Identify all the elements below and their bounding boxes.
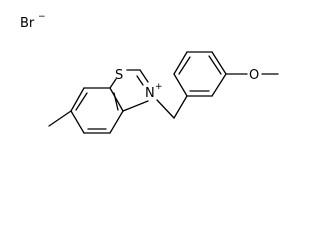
- sulfur-label: S: [115, 68, 123, 83]
- bond: [109, 87, 124, 112]
- nitrogen-label: N: [145, 86, 155, 101]
- bond: [136, 75, 144, 86]
- bond: [173, 51, 188, 75]
- bond: [173, 95, 188, 119]
- bond: [139, 69, 149, 83]
- bond: [109, 110, 124, 134]
- bond: [208, 55, 222, 75]
- nitrogen-charge: +: [155, 82, 163, 92]
- bond: [173, 73, 188, 97]
- bond: [211, 73, 227, 97]
- bond: [109, 78, 117, 89]
- bromide-charge: −: [38, 12, 46, 22]
- bond: [178, 56, 191, 75]
- bond: [75, 92, 88, 111]
- bond: [70, 87, 85, 112]
- bond: [122, 100, 149, 112]
- bond: [113, 92, 119, 111]
- bond-lines: [48, 51, 279, 134]
- bond: [211, 51, 227, 75]
- oxygen-label: O: [249, 68, 259, 83]
- bond: [70, 110, 85, 134]
- bond: [156, 99, 175, 119]
- structure-diagram: Br −: [20, 12, 279, 134]
- bond: [48, 110, 72, 127]
- bromide-label: Br: [20, 16, 35, 31]
